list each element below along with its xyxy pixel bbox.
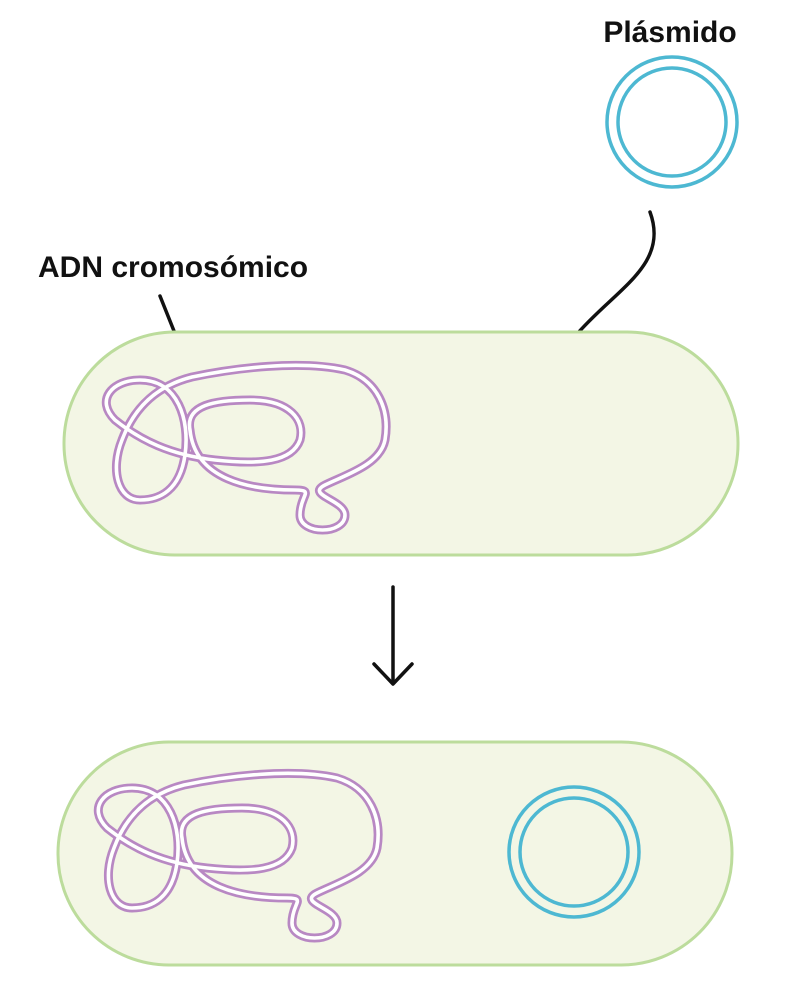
down-arrow-icon [372,585,414,686]
chromosomal-dna-label: ADN cromosómico [38,251,308,284]
plasmid-ring-icon [507,785,641,919]
plasmid-label: Plásmido [603,16,736,49]
bacterium-before [62,330,740,557]
cell-membrane-top [62,330,740,557]
bacterium-after [56,740,734,967]
plasmid-ring-icon [605,55,739,189]
